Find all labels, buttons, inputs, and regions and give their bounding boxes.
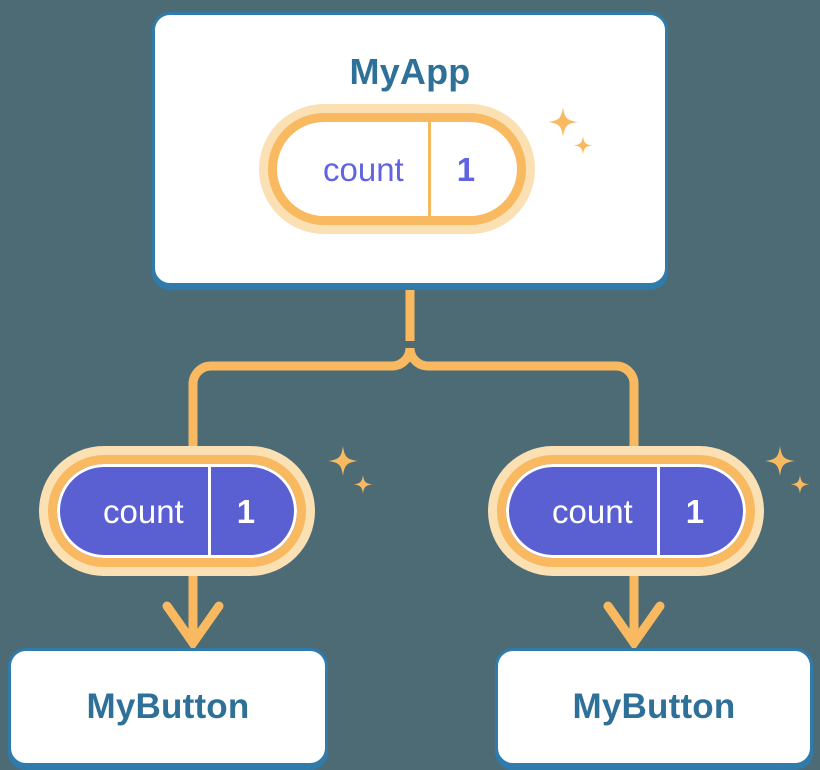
connector-arrow-right [603,575,665,651]
state-pill-mybutton-right[interactable]: count 1 [497,455,756,567]
component-card-title: MyButton [572,687,736,726]
sparkle-icon-small [790,475,810,494]
sparkle-icon-large [328,446,358,476]
page-title: MyApp [349,51,471,92]
state-pill-key: count [103,492,184,530]
state-pill-myapp[interactable]: count 1 [268,113,527,225]
sparkle-icon-group-left [328,446,373,494]
state-pill-key: count [552,492,633,530]
state-pill-value: 1 [207,464,297,558]
state-pill-mybutton-left[interactable]: count 1 [48,455,307,567]
sparkle-icon-small [353,475,373,494]
state-pill[interactable]: count 1 [268,113,527,225]
state-pill[interactable]: count 1 [497,455,756,567]
sparkle-icon-group-right [765,446,810,494]
component-card-mybutton-left[interactable]: MyButton [8,648,328,766]
connector-arrow-left [162,575,224,651]
state-pill[interactable]: count 1 [48,455,307,567]
state-pill-value: 1 [427,122,517,216]
state-pill-value: 1 [656,464,746,558]
state-pill-key: count [323,150,404,188]
connector-root-split [188,287,639,455]
component-card-mybutton-right[interactable]: MyButton [495,648,813,766]
component-card-title: MyButton [86,687,250,726]
sparkle-icon-large [765,446,795,476]
